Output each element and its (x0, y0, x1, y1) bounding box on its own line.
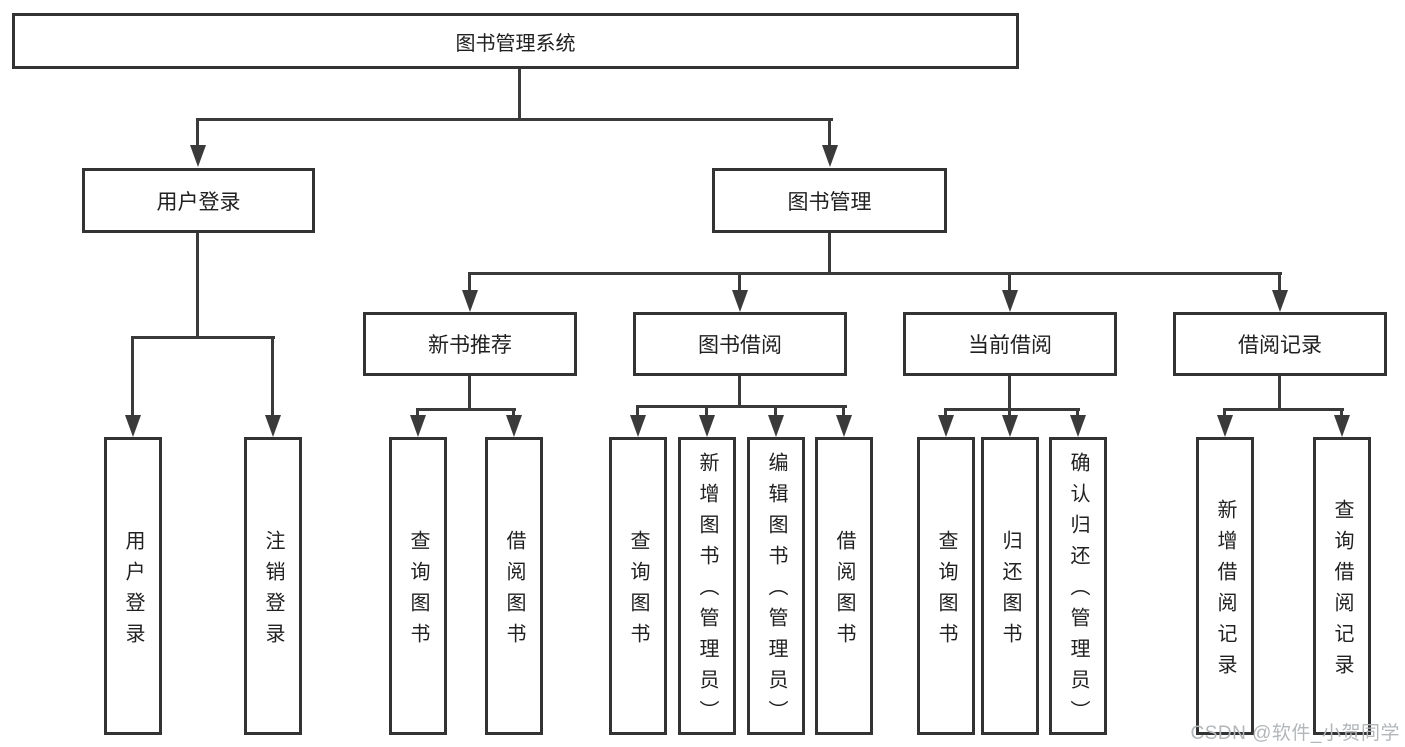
node-leaf-cb-return-book-label: 归还图书 (999, 529, 1021, 654)
node-leaf-bb-borrow-book: 借阅图书 (815, 437, 873, 735)
node-leaf-br-add-record: 新增借阅记录 (1196, 437, 1254, 735)
node-leaf-br-query-record: 查询借阅记录 (1313, 437, 1371, 735)
connector-book-borrow-stem (738, 376, 741, 405)
node-leaf-br-add-record-label: 新增借阅记录 (1214, 498, 1236, 685)
connector-stem-bb-add (705, 405, 708, 419)
connector-user-login-branch (131, 336, 275, 339)
connector-stem-bb-edit (774, 405, 777, 419)
node-leaf-bb-edit-book-admin: 编辑图书（管理员） (747, 437, 805, 735)
connector-user-login-stem (196, 233, 199, 336)
arrowhead-br-add (1217, 415, 1233, 437)
arrowhead-bb-query (630, 415, 646, 437)
node-leaf-bb-add-book-admin-label: 新增图书（管理员） (696, 452, 718, 731)
connector-book-mgmt-branch (468, 272, 1282, 275)
arrowhead-cb-return (1002, 415, 1018, 437)
arrowhead-leaf-login (125, 415, 141, 437)
arrowhead-nb-borrow (506, 415, 522, 437)
node-leaf-cb-confirm-return-admin: 确认归还（管理员） (1049, 437, 1107, 735)
connector-borrow-record-branch (1223, 408, 1344, 411)
connector-root-branch (196, 118, 833, 121)
node-borrow-record-label: 借阅记录 (1238, 334, 1322, 357)
connector-borrow-record-stem (1278, 376, 1281, 408)
node-root: 图书管理系统 (12, 13, 1019, 69)
node-leaf-cb-confirm-return-admin-label: 确认归还（管理员） (1067, 452, 1089, 731)
node-leaf-user-login-label: 用户登录 (122, 529, 144, 654)
node-leaf-cb-return-book: 归还图书 (981, 437, 1039, 735)
node-new-book-rec: 新书推荐 (363, 312, 577, 376)
arrowhead-cb-query (938, 415, 954, 437)
node-leaf-cb-query-book: 查询图书 (917, 437, 975, 735)
arrowhead-book-borrow (732, 290, 748, 312)
node-leaf-br-query-record-label: 查询借阅记录 (1331, 498, 1353, 685)
node-leaf-bb-query-book: 查询图书 (609, 437, 667, 735)
connector-stem-leaf-login (131, 336, 134, 420)
node-leaf-nb-query-book-label: 查询图书 (407, 529, 429, 654)
node-leaf-bb-query-book-label: 查询图书 (627, 529, 649, 654)
arrowhead-nb-query (410, 415, 426, 437)
arrowhead-bb-edit (768, 415, 784, 437)
node-leaf-user-login: 用户登录 (104, 437, 162, 735)
node-book-mgmt-label: 图书管理 (787, 190, 872, 214)
arrowhead-new-book (462, 290, 478, 312)
node-user-login-label: 用户登录 (156, 190, 241, 214)
node-leaf-logout-label: 注销登录 (262, 529, 284, 654)
node-root-label: 图书管理系统 (455, 32, 576, 55)
connector-current-borrow-stem (1008, 376, 1011, 408)
connector-stem-bb-borrow (842, 405, 845, 419)
node-leaf-nb-borrow-book-label: 借阅图书 (503, 529, 525, 654)
node-leaf-nb-query-book: 查询图书 (389, 437, 447, 735)
connector-new-book-stem (468, 376, 471, 408)
arrowhead-br-query (1334, 415, 1350, 437)
connector-new-book-branch (416, 408, 516, 411)
arrowhead-book-mgmt (822, 145, 838, 167)
node-current-borrow-label: 当前借阅 (968, 334, 1052, 357)
csdn-watermark: CSDN @软件_小贺同学 (1190, 723, 1400, 744)
connector-book-borrow-branch (636, 405, 847, 408)
node-book-borrow-label: 图书借阅 (698, 334, 782, 357)
connector-book-mgmt-stem (828, 233, 831, 272)
connector-stem-book-borrow (738, 272, 741, 296)
node-leaf-logout: 注销登录 (244, 437, 302, 735)
connector-current-borrow-branch (944, 408, 1080, 411)
arrowhead-cb-confirm (1070, 415, 1086, 437)
arrowhead-leaf-logout (265, 415, 281, 437)
node-leaf-nb-borrow-book: 借阅图书 (485, 437, 543, 735)
node-leaf-bb-add-book-admin: 新增图书（管理员） (678, 437, 736, 735)
node-leaf-cb-query-book-label: 查询图书 (935, 529, 957, 654)
connector-stem-book-mgmt (828, 118, 831, 150)
connector-stem-user-login (196, 118, 199, 150)
arrowhead-bb-borrow (836, 415, 852, 437)
node-current-borrow: 当前借阅 (903, 312, 1117, 376)
node-borrow-record: 借阅记录 (1173, 312, 1387, 376)
node-leaf-bb-edit-book-admin-label: 编辑图书（管理员） (765, 452, 787, 731)
node-user-login: 用户登录 (82, 168, 315, 233)
connector-stem-leaf-logout (271, 336, 274, 420)
connector-stem-new-book (468, 272, 471, 296)
node-leaf-bb-borrow-book-label: 借阅图书 (833, 529, 855, 654)
arrowhead-borrow-record (1272, 290, 1288, 312)
arrowhead-current-borrow (1002, 290, 1018, 312)
connector-stem-current-borrow (1008, 272, 1011, 296)
node-book-borrow: 图书借阅 (633, 312, 847, 376)
connector-stem-borrow-record (1278, 272, 1281, 296)
node-new-book-rec-label: 新书推荐 (428, 334, 512, 357)
arrowhead-bb-add (699, 415, 715, 437)
connector-stem-bb-query (636, 405, 639, 419)
node-book-mgmt: 图书管理 (712, 168, 947, 233)
arrowhead-user-login (190, 145, 206, 167)
connector-root-stem (518, 68, 521, 118)
